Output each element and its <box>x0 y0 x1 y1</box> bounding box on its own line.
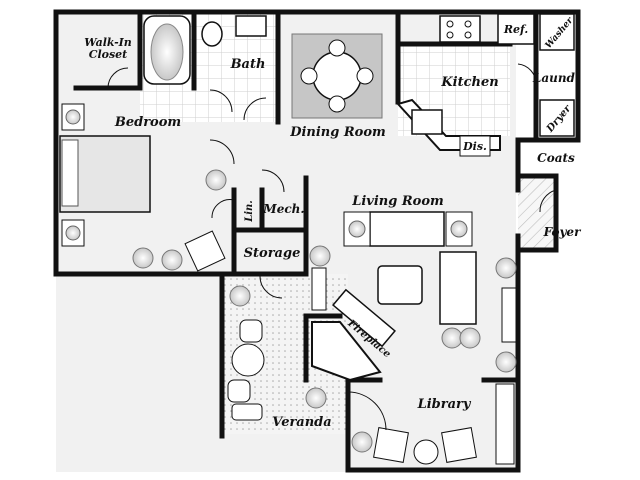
burner-icon <box>446 31 454 39</box>
mech-label: Mech. <box>262 202 304 216</box>
library-chair <box>373 427 409 463</box>
loveseat <box>439 251 477 325</box>
burner-icon <box>464 20 472 28</box>
dining-table <box>300 39 374 113</box>
bed <box>59 103 151 247</box>
laund-label: Laund. <box>532 71 579 85</box>
dis-label: Dis. <box>462 140 487 153</box>
burner-icon <box>446 20 454 28</box>
walk-in-closet-label-1: Walk-In <box>84 36 132 49</box>
living-room-label: Living Room <box>351 194 444 209</box>
washer <box>539 13 575 51</box>
library-table <box>413 439 439 465</box>
bedroom-label: Bedroom <box>114 115 181 130</box>
bath-sink <box>235 15 267 37</box>
plants <box>132 169 517 453</box>
room-labels: Walk-In Closet Bath Kitchen Ref. Washer … <box>84 15 582 430</box>
coats-label: Coats <box>537 151 575 165</box>
stove <box>439 15 481 43</box>
side-cabinet <box>311 267 327 311</box>
veranda-table <box>231 343 265 377</box>
dryer <box>539 99 575 137</box>
veranda-chair <box>239 319 263 343</box>
bathtub-basin <box>150 23 184 81</box>
toilet <box>201 21 223 47</box>
bath-label: Bath <box>230 57 266 72</box>
kitchen-sink <box>411 109 443 135</box>
walk-in-closet-label-2: Closet <box>89 48 128 61</box>
ref-label: Ref. <box>503 23 528 36</box>
foyer-label: Foyer <box>543 225 582 239</box>
coffee-table <box>377 265 423 305</box>
library-label: Library <box>417 397 472 412</box>
fireplace <box>311 288 396 382</box>
burner-icon <box>464 31 472 39</box>
veranda-lounge <box>231 403 263 421</box>
kitchen-label: Kitchen <box>440 75 498 90</box>
walls <box>53 9 581 473</box>
foyer-floor <box>518 174 554 248</box>
refrigerator <box>497 13 535 45</box>
sofa <box>343 211 473 247</box>
bedroom-chair <box>184 230 226 272</box>
dishwasher <box>459 135 491 157</box>
library-chair <box>441 427 477 463</box>
dining-room-label: Dining Room <box>289 125 386 140</box>
storage-label: Storage <box>244 246 301 261</box>
living-shelf <box>501 287 517 343</box>
library-shelf <box>495 383 515 465</box>
veranda-label: Veranda <box>272 415 331 430</box>
door-swings <box>107 63 557 431</box>
lin-label: Lin. <box>244 200 255 223</box>
veranda-chair <box>227 379 251 403</box>
